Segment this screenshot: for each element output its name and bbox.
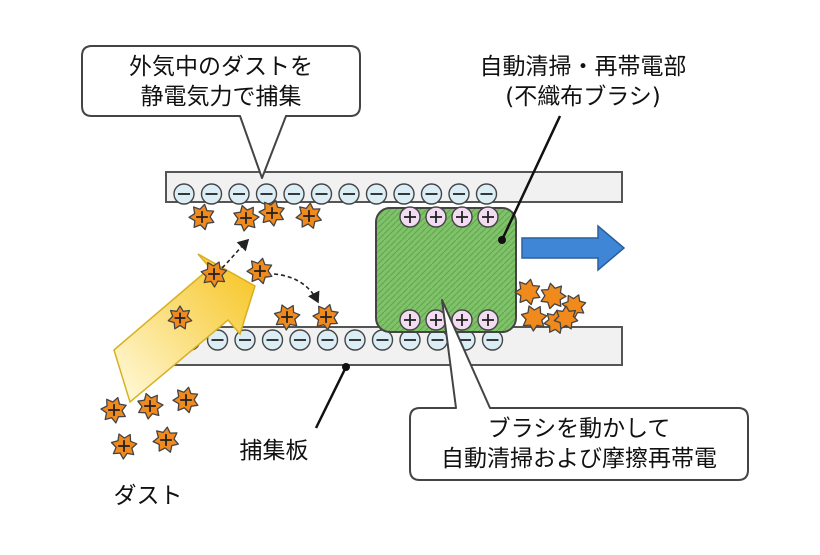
positive-charge-icon [477,206,499,228]
negative-charge-icon [228,183,250,205]
dust-particle-icon [295,202,322,229]
dust-particle-icon [167,305,193,330]
dust-particle-icon [233,204,260,232]
dust-particle-icon [312,303,339,331]
dust-particle-icon [172,386,199,414]
positive-charge-icon [451,309,473,331]
collection-callout-line-1: 外気中のダストを [129,54,313,80]
negative-charge-icon [365,183,388,205]
brush-title-line-1: 自動清掃・再帯電部 [480,54,687,80]
dust-particle-icon [152,426,179,453]
brush-top-positive-charges [399,206,499,228]
dust-trajectory-arrow-2 [273,273,320,304]
collection-callout-bubble [81,45,361,179]
dust-particle-icon [540,282,567,310]
plate-label-leader-dot [342,363,350,371]
negative-charge-icon [206,329,229,351]
positive-charge-icon [451,206,473,228]
brush-action-callout-bubble [409,299,749,481]
positive-charge-icon [425,206,447,228]
negative-charge-icon [316,329,339,351]
negative-charge-icon [393,183,415,205]
dust-particle-icon [188,203,215,231]
negative-charge-icon [338,183,360,205]
positive-charge-icon [399,206,421,228]
dust-particle-icon [553,305,579,330]
negative-charge-icon [234,329,256,351]
dust-particles [100,199,587,460]
negative-charge-icon [173,183,195,205]
dust-particle-icon [200,261,228,288]
dust-label: ダスト [114,483,183,509]
negative-charge-icon [420,183,443,205]
negative-charge-icon [475,183,498,205]
positive-charge-icon [477,309,499,331]
brush-title-line-2: (不織布ブラシ) [505,84,661,110]
top-plate-negative-charges [173,183,498,205]
brush-action-callout-line-1: ブラシを動かして [488,416,671,442]
collection-callout-line-2: 静電気力で捕集 [141,84,302,110]
negative-charge-icon [289,329,311,351]
negative-charge-icon [255,183,278,205]
dust-trajectory-arrow-1 [221,238,250,269]
move-right-arrow-icon [521,224,626,272]
dust-particle-icon [273,304,301,331]
dust-particle-icon [258,199,285,227]
dust-particle-icon [520,305,548,332]
negative-charge-icon [310,183,333,205]
negative-charge-icon [399,329,421,351]
negative-charge-icon [344,329,366,351]
brush-bottom-positive-charges [399,309,499,331]
collector-plate-label: 捕集板 [240,438,309,464]
brush-title-leader-line [500,115,562,241]
negative-charge-icon [200,183,223,205]
negative-charge-icon [448,183,470,205]
dust-particle-icon [137,392,164,420]
negative-charge-icon [283,183,305,205]
brush-title-leader-dot [498,236,506,244]
negative-charge-icon [371,329,394,351]
brush-action-callout-line-2: 自動清掃および摩擦再帯電 [441,446,717,472]
plate-label-leader-line [314,366,348,429]
negative-charge-icon [261,329,284,351]
dust-particle-icon [110,433,138,460]
dust-particle-icon [514,278,541,306]
dust-particle-icon [100,396,127,424]
positive-charge-icon [399,309,421,331]
dust-particle-icon [246,257,273,285]
